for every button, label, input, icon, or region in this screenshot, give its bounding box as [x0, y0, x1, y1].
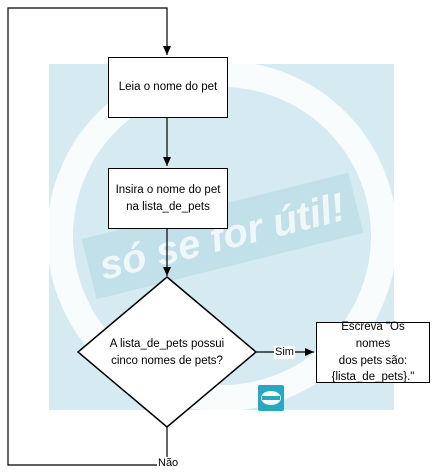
no-edge-label: Não	[157, 457, 180, 470]
read-pet-name-box: Leia o nome do pet	[108, 57, 228, 118]
decision-diamond	[76, 276, 258, 428]
watermark-badge	[258, 385, 284, 411]
yes-edge-label: Sim	[274, 346, 295, 359]
insert-pet-name-box: Insira o nome do pet na lista_de_pets	[108, 168, 228, 229]
insert-pet-name-label: Insira o nome do pet na lista_de_pets	[115, 183, 221, 213]
write-output-label: Escreva "Os nomes dos pets são: {lista_d…	[331, 321, 415, 384]
read-pet-name-label: Leia o nome do pet	[118, 81, 218, 94]
decision-label: A lista_de_pets possui cinco nomes de pe…	[109, 338, 225, 367]
write-output-box: Escreva "Os nomes dos pets são: {lista_d…	[316, 321, 430, 384]
